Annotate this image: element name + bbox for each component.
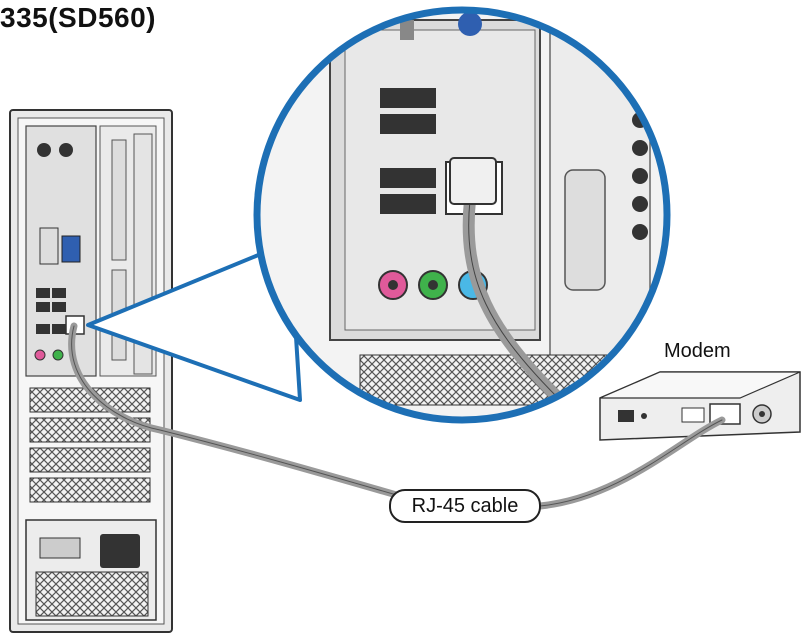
usb-port — [36, 302, 50, 312]
power-switch — [39, 537, 81, 559]
usb-port-zoom — [380, 194, 436, 214]
rj45-plug-zoom — [449, 157, 497, 205]
vga-port — [61, 235, 81, 263]
pc-tower-rear — [9, 109, 173, 633]
usb-port-zoom — [380, 88, 436, 108]
usb-port — [52, 302, 66, 312]
dvi-port — [39, 227, 59, 265]
rj45-cable — [68, 322, 726, 510]
ps2-port — [59, 143, 73, 157]
slot-cover — [29, 447, 151, 473]
psu-vent — [35, 571, 149, 617]
io-panel — [25, 125, 97, 377]
slot-bracket — [111, 139, 127, 261]
usb-port — [52, 324, 66, 334]
audio-jack-pink — [34, 349, 46, 361]
modem-label: Modem — [664, 340, 731, 362]
power-socket — [100, 534, 140, 568]
usb-port — [52, 288, 66, 298]
audio-jack-green — [52, 349, 64, 361]
usb-port-zoom — [380, 114, 436, 134]
magnified-port-view — [253, 6, 671, 424]
cable-label: RJ-45 cable — [389, 489, 541, 523]
slot-cover — [29, 477, 151, 503]
model-title: 335(SD560) — [0, 2, 156, 33]
usb-port — [36, 288, 50, 298]
usb-port — [36, 324, 50, 334]
usb-port-zoom — [380, 168, 436, 188]
modem-port — [681, 407, 705, 423]
modem-port — [618, 410, 634, 422]
ps2-port — [37, 143, 51, 157]
